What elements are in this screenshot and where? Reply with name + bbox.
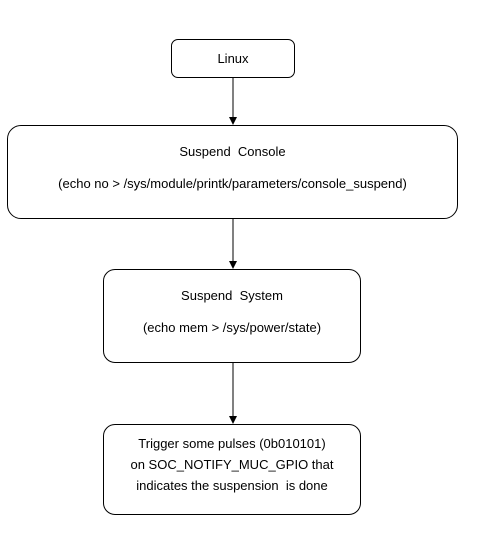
node-suspend-system-command: (echo mem > /sys/power/state) — [142, 320, 322, 335]
node-linux-label: Linux — [217, 50, 249, 66]
node-trigger-line-2: on SOC_NOTIFY_MUC_GPIO that — [130, 457, 334, 472]
node-suspend-system-title: Suspend System — [181, 288, 283, 303]
node-trigger-line-1: Trigger some pulses (0b010101) — [138, 436, 326, 451]
node-trigger-pulses: Trigger some pulses (0b010101) on SOC_NO… — [103, 424, 361, 515]
node-suspend-system: Suspend System (echo mem > /sys/power/st… — [103, 269, 361, 363]
node-suspend-console: Suspend Console (echo no > /sys/module/p… — [7, 125, 458, 219]
node-trigger-line-3: indicates the suspension is done — [136, 478, 328, 493]
node-suspend-console-title: Suspend Console — [179, 144, 286, 159]
node-suspend-console-command: (echo no > /sys/module/printk/parameters… — [58, 176, 407, 191]
node-linux: Linux — [171, 39, 295, 78]
